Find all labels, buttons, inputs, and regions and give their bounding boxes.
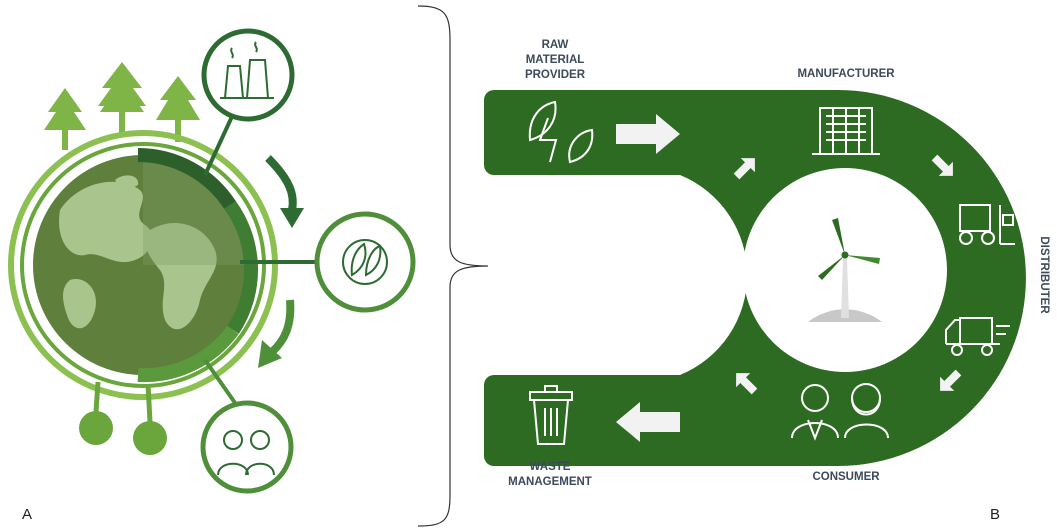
trees [44, 62, 200, 150]
arrow-left-bottom [616, 402, 680, 442]
panel-a-letter: A [22, 506, 32, 523]
trash-icon [529, 385, 573, 445]
earth-globe [33, 155, 253, 375]
factory-circle [201, 28, 295, 122]
label-raw-3: PROVIDER [525, 69, 586, 81]
forklift-icon [959, 204, 1015, 245]
arc-middle [224, 200, 258, 334]
arrow-diag-up-right [733, 158, 755, 180]
outer-ring [8, 130, 278, 400]
flow-arrow-1 [265, 155, 304, 228]
arc-top [137, 148, 236, 209]
arrow-diag-down-right-top [931, 154, 953, 176]
recycle-icon [683, 238, 737, 293]
flow-arrow-2 [258, 299, 295, 368]
panel-b: RAW MATERIAL PROVIDER MANUFACTURER DISTR… [484, 39, 1050, 523]
label-raw-2: MATERIAL [526, 54, 585, 66]
people-icon [217, 430, 275, 476]
arrow-diag-down-left [940, 369, 962, 391]
tree-left [44, 88, 86, 150]
label-waste-1: WASTE [530, 461, 571, 473]
arrow-diag-up-left [736, 373, 758, 395]
building-icon [812, 107, 880, 155]
factory-icon [220, 41, 274, 99]
truck-icon [945, 317, 1010, 356]
people-circle [200, 400, 294, 494]
small-arrows [733, 154, 962, 395]
label-manufacturer: MANUFACTURER [797, 68, 895, 80]
panel-a: A [8, 28, 416, 523]
label-distributer: DISTRIBUTER [1038, 236, 1050, 314]
root-balls [79, 381, 167, 455]
tree-right [156, 76, 200, 142]
arc-bottom [137, 325, 239, 383]
inner-ring [20, 142, 266, 388]
curly-brace [417, 5, 489, 527]
label-consumer: CONSUMER [812, 471, 880, 483]
people-icon [791, 383, 889, 441]
leaf-energy-icon [528, 100, 594, 164]
tree-middle [98, 62, 146, 136]
panel-b-letter: B [990, 506, 1000, 523]
leaves-recycle-icon [342, 239, 388, 285]
label-raw-1: RAW [542, 39, 569, 51]
label-waste-2: MANAGEMENT [508, 476, 592, 488]
leaves-circle [314, 211, 416, 313]
arrow-right-top [616, 114, 680, 154]
wind-turbine-icon [808, 218, 882, 322]
